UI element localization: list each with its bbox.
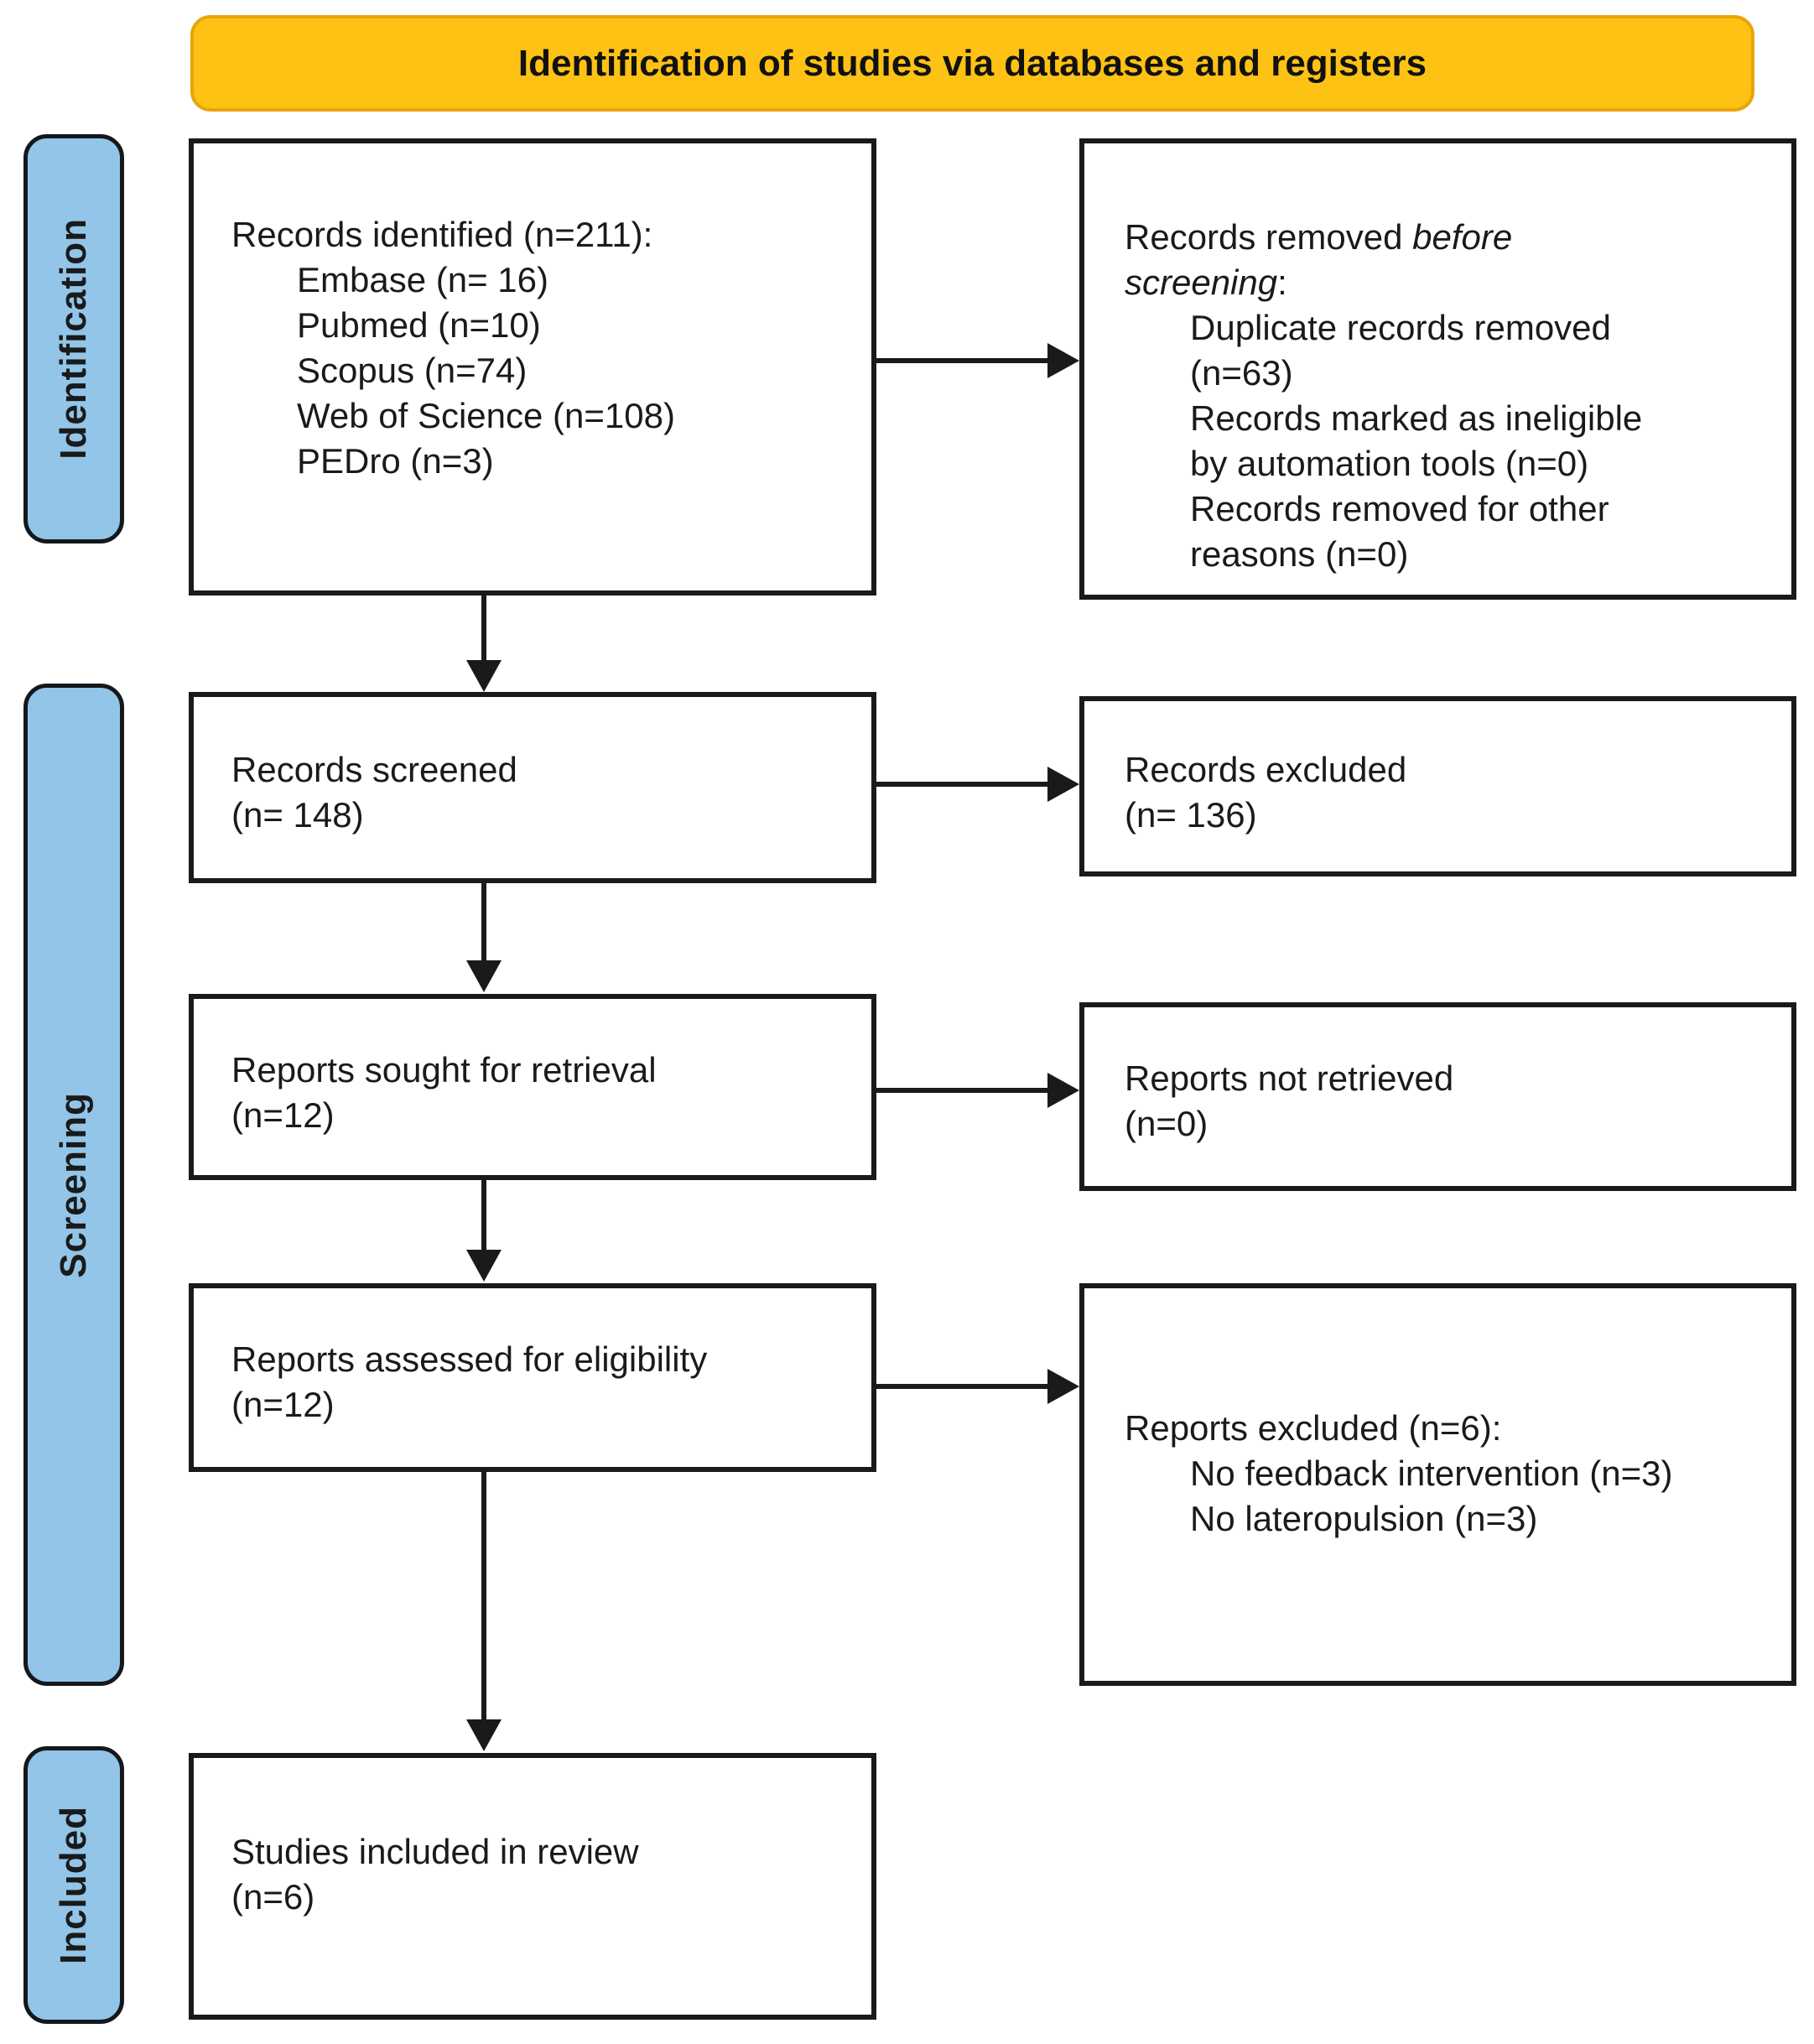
arrow-shaft: [481, 596, 486, 663]
arrow-head-down-icon: [466, 660, 502, 692]
arrow-shaft: [876, 782, 1049, 787]
box-records-removed-before-screening: Records removed before screening: Duplicat…: [1079, 138, 1796, 600]
box-reports-not-retrieved: Reports not retrieved (n=0): [1079, 1002, 1796, 1191]
banner-identification-via-databases: Identification of studies via databases …: [190, 15, 1754, 112]
box-text-line: No lateropulsion (n=3): [1190, 1499, 1538, 1538]
box-text-line: Records marked as ineligible: [1190, 398, 1643, 438]
box-text-line: Reports assessed for eligibility: [231, 1339, 708, 1379]
arrow-shaft: [481, 1180, 486, 1252]
arrow-head-right-icon: [1047, 1073, 1079, 1108]
box-text-line: Records screened: [231, 750, 517, 789]
arrow-head-down-icon: [466, 1719, 502, 1751]
box-text-line: Pubmed (n=10): [297, 305, 541, 345]
box-text-line: (n=6): [231, 1877, 315, 1917]
box-text-line: No feedback intervention (n=3): [1190, 1454, 1673, 1493]
box-text-line: by automation tools (n=0): [1190, 444, 1589, 483]
box-records-excluded: Records excluded (n= 136): [1079, 696, 1796, 876]
box-text-line: reasons (n=0): [1190, 534, 1409, 574]
box-text-line: Reports not retrieved: [1125, 1058, 1454, 1098]
box-text-line: (n=12): [231, 1385, 335, 1424]
box-text-line: Reports excluded (n=6):: [1125, 1408, 1502, 1448]
box-text-line: Embase (n= 16): [297, 260, 548, 299]
box-text-line: (n= 136): [1125, 795, 1257, 835]
arrow-head-right-icon: [1047, 767, 1079, 802]
box-text-line: Records removed for other: [1190, 489, 1609, 528]
arrow-shaft: [876, 358, 1049, 363]
arrow-head-down-icon: [466, 1250, 502, 1282]
arrow-head-right-icon: [1047, 1369, 1079, 1404]
box-text-line: screening:: [1125, 263, 1287, 302]
stage-label-identification: Identification: [23, 134, 124, 544]
stage-label-screening: Screening: [23, 684, 124, 1686]
box-text-line: Web of Science (n=108): [297, 396, 675, 435]
box-text-line: Records identified (n=211):: [231, 215, 653, 254]
box-text-line: PEDro (n=3): [297, 441, 494, 481]
stage-label-included: Included: [23, 1746, 124, 2024]
box-text-line: (n=12): [231, 1095, 335, 1135]
box-studies-included-in-review: Studies included in review (n=6): [189, 1753, 876, 2020]
box-text-line: Records removed before: [1125, 217, 1513, 257]
box-text-line: Scopus (n=74): [297, 351, 528, 390]
arrow-head-right-icon: [1047, 343, 1079, 378]
arrow-head-down-icon: [466, 960, 502, 992]
box-reports-sought-for-retrieval: Reports sought for retrieval (n=12): [189, 994, 876, 1180]
box-records-identified: Records identified (n=211): Embase (n= 16…: [189, 138, 876, 596]
box-reports-excluded: Reports excluded (n=6): No feedback inter…: [1079, 1283, 1796, 1686]
arrow-shaft: [876, 1384, 1049, 1389]
box-text-line: (n= 148): [231, 795, 364, 835]
box-records-screened: Records screened (n= 148): [189, 692, 876, 883]
arrow-shaft: [481, 883, 486, 962]
stage-label-included-text: Included: [53, 1806, 94, 1964]
box-text-line: Duplicate records removed: [1190, 308, 1611, 347]
box-text-line: Reports sought for retrieval: [231, 1050, 657, 1090]
box-text-line: (n=63): [1190, 353, 1293, 393]
stage-label-identification-text: Identification: [53, 218, 94, 460]
arrow-shaft: [876, 1088, 1049, 1093]
box-text-line: Studies included in review: [231, 1832, 639, 1871]
box-text-line: (n=0): [1125, 1104, 1208, 1143]
arrow-shaft: [481, 1472, 486, 1721]
box-text-line: Records excluded: [1125, 750, 1407, 789]
box-reports-assessed-for-eligibility: Reports assessed for eligibility (n=12): [189, 1283, 876, 1472]
stage-label-screening-text: Screening: [53, 1091, 94, 1278]
